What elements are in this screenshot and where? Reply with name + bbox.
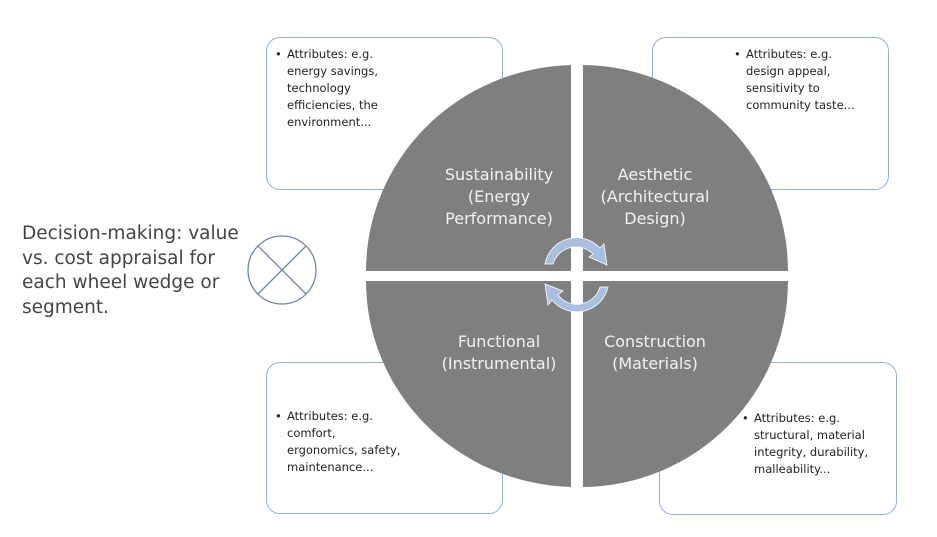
label-line: Performance) [445,209,553,228]
attribute-line: community taste... [746,98,855,112]
attribute-line: structural, material [754,428,865,442]
attribute-line: energy savings, [287,64,379,78]
wedge-construction [583,281,789,487]
label-line: (Architectural [600,187,710,206]
caption-line: segment. [22,296,110,318]
caption-line: vs. cost appraisal for [22,247,215,269]
decision-making-caption: Decision-making: value vs. cost appraisa… [22,222,239,320]
segment-label-sustainability: Sustainability (Energy Performance) [445,164,553,230]
label-line: Design) [624,209,686,228]
label-line: (Instrumental) [441,354,557,373]
attribute-line: Attributes: e.g. [741,410,868,427]
segment-label-aesthetic: Aesthetic (Architectural Design) [601,164,710,230]
attribute-line: design appeal, [746,64,831,78]
attribute-line: Attributes: e.g. [733,46,855,63]
caption-line: Decision-making: value [22,223,239,244]
wedge-functional [365,281,571,487]
attribute-line: environment... [287,115,372,129]
attribute-line: technology [287,81,351,95]
attribute-line: integrity, durability, [754,445,869,459]
segment-label-functional: Functional (Instrumental) [442,331,557,375]
cycle-arrows-icon [544,237,609,313]
attribute-line: efficiencies, the [287,98,378,112]
attribute-line: maintenance... [287,460,374,474]
attribute-line: Attributes: e.g. [274,46,378,63]
attribute-line: ergonomics, safety, [287,443,401,457]
label-line: Construction [604,332,706,351]
attribute-line: Attributes: e.g. [274,408,400,425]
attribute-line: sensitivity to [746,81,820,95]
attributes-text-sustainability: Attributes: e.g. energy savings, technol… [274,46,378,131]
label-line: Aesthetic [617,165,693,184]
attributes-text-construction: Attributes: e.g. structural, material in… [741,410,868,478]
segment-label-construction: Construction (Materials) [604,331,706,375]
wedge-sustainability [366,65,571,271]
label-line: Functional [457,332,541,351]
attribute-line: comfort, [287,426,336,440]
label-line: Sustainability [444,165,554,184]
label-line: (Materials) [612,354,698,373]
attribute-line: malleability... [754,462,831,476]
caption-line: each wheel wedge or [22,272,220,293]
crossed-circle-icon [247,235,317,305]
attributes-text-functional: Attributes: e.g. comfort, ergonomics, sa… [274,408,400,476]
wedge-aesthetic [583,65,788,271]
attributes-text-aesthetic: Attributes: e.g. design appeal, sensitiv… [733,46,855,114]
label-line: (Energy [467,187,531,206]
